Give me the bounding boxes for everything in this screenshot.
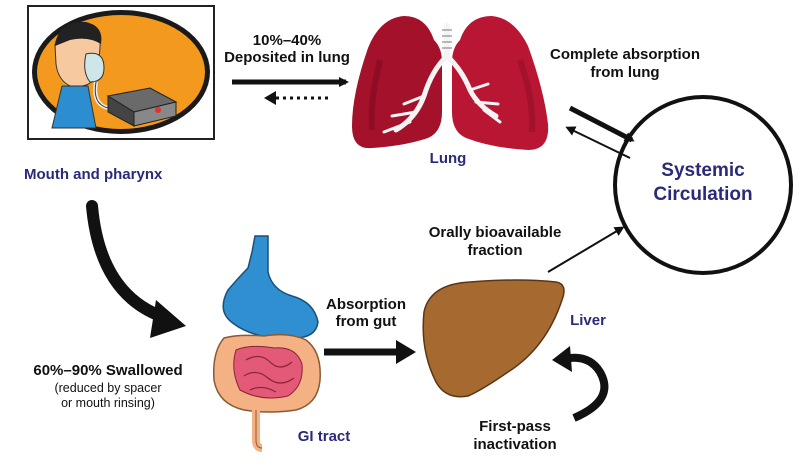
gi-tract-label: GI tract — [297, 428, 351, 445]
arrow-first-pass-inactivation — [552, 346, 609, 422]
arrow-gi-to-liver — [324, 340, 416, 364]
systemic-label: Systemic — [661, 160, 745, 181]
arrow-liver-to-systemic — [547, 226, 625, 273]
arrow-systemic-to-lung — [565, 126, 631, 159]
inactivation-label: inactivation — [473, 436, 557, 453]
first-pass-label: First-pass — [479, 418, 551, 435]
arrow-lung-to-mouth-dotted — [264, 91, 328, 105]
complete-absorption-label: Complete absorption — [549, 46, 700, 63]
from-gut-label: from gut — [335, 313, 397, 330]
lung-illustration — [352, 16, 549, 150]
swallowed-note-line1: (reduced by spacer — [54, 381, 162, 395]
arrow-lung-to-systemic — [568, 105, 635, 143]
swallowed-label: 60%–90% Swallowed — [33, 362, 183, 379]
lung-label: Lung — [429, 150, 467, 167]
patient-inhaler-illustration — [27, 5, 215, 140]
gi-tract-illustration — [212, 235, 321, 452]
systemic-circulation-circle — [613, 95, 793, 275]
swallowed-note-line2: or mouth rinsing) — [61, 396, 155, 410]
deposited-lung-label: Deposited in lung — [224, 49, 350, 66]
orally-bioavailable-label: Orally bioavailable — [428, 224, 562, 241]
arrow-mouth-to-gi — [86, 200, 186, 338]
from-lung-label: from lung — [590, 64, 660, 81]
liver-label: Liver — [570, 312, 606, 329]
absorption-label: Absorption — [326, 296, 406, 313]
deposited-percent-label: 10%–40% — [252, 32, 322, 49]
mouth-pharynx-label: Mouth and pharynx — [24, 166, 163, 183]
liver-illustration — [422, 279, 565, 398]
circulation-label: Circulation — [653, 184, 753, 205]
fraction-label: fraction — [467, 242, 523, 259]
